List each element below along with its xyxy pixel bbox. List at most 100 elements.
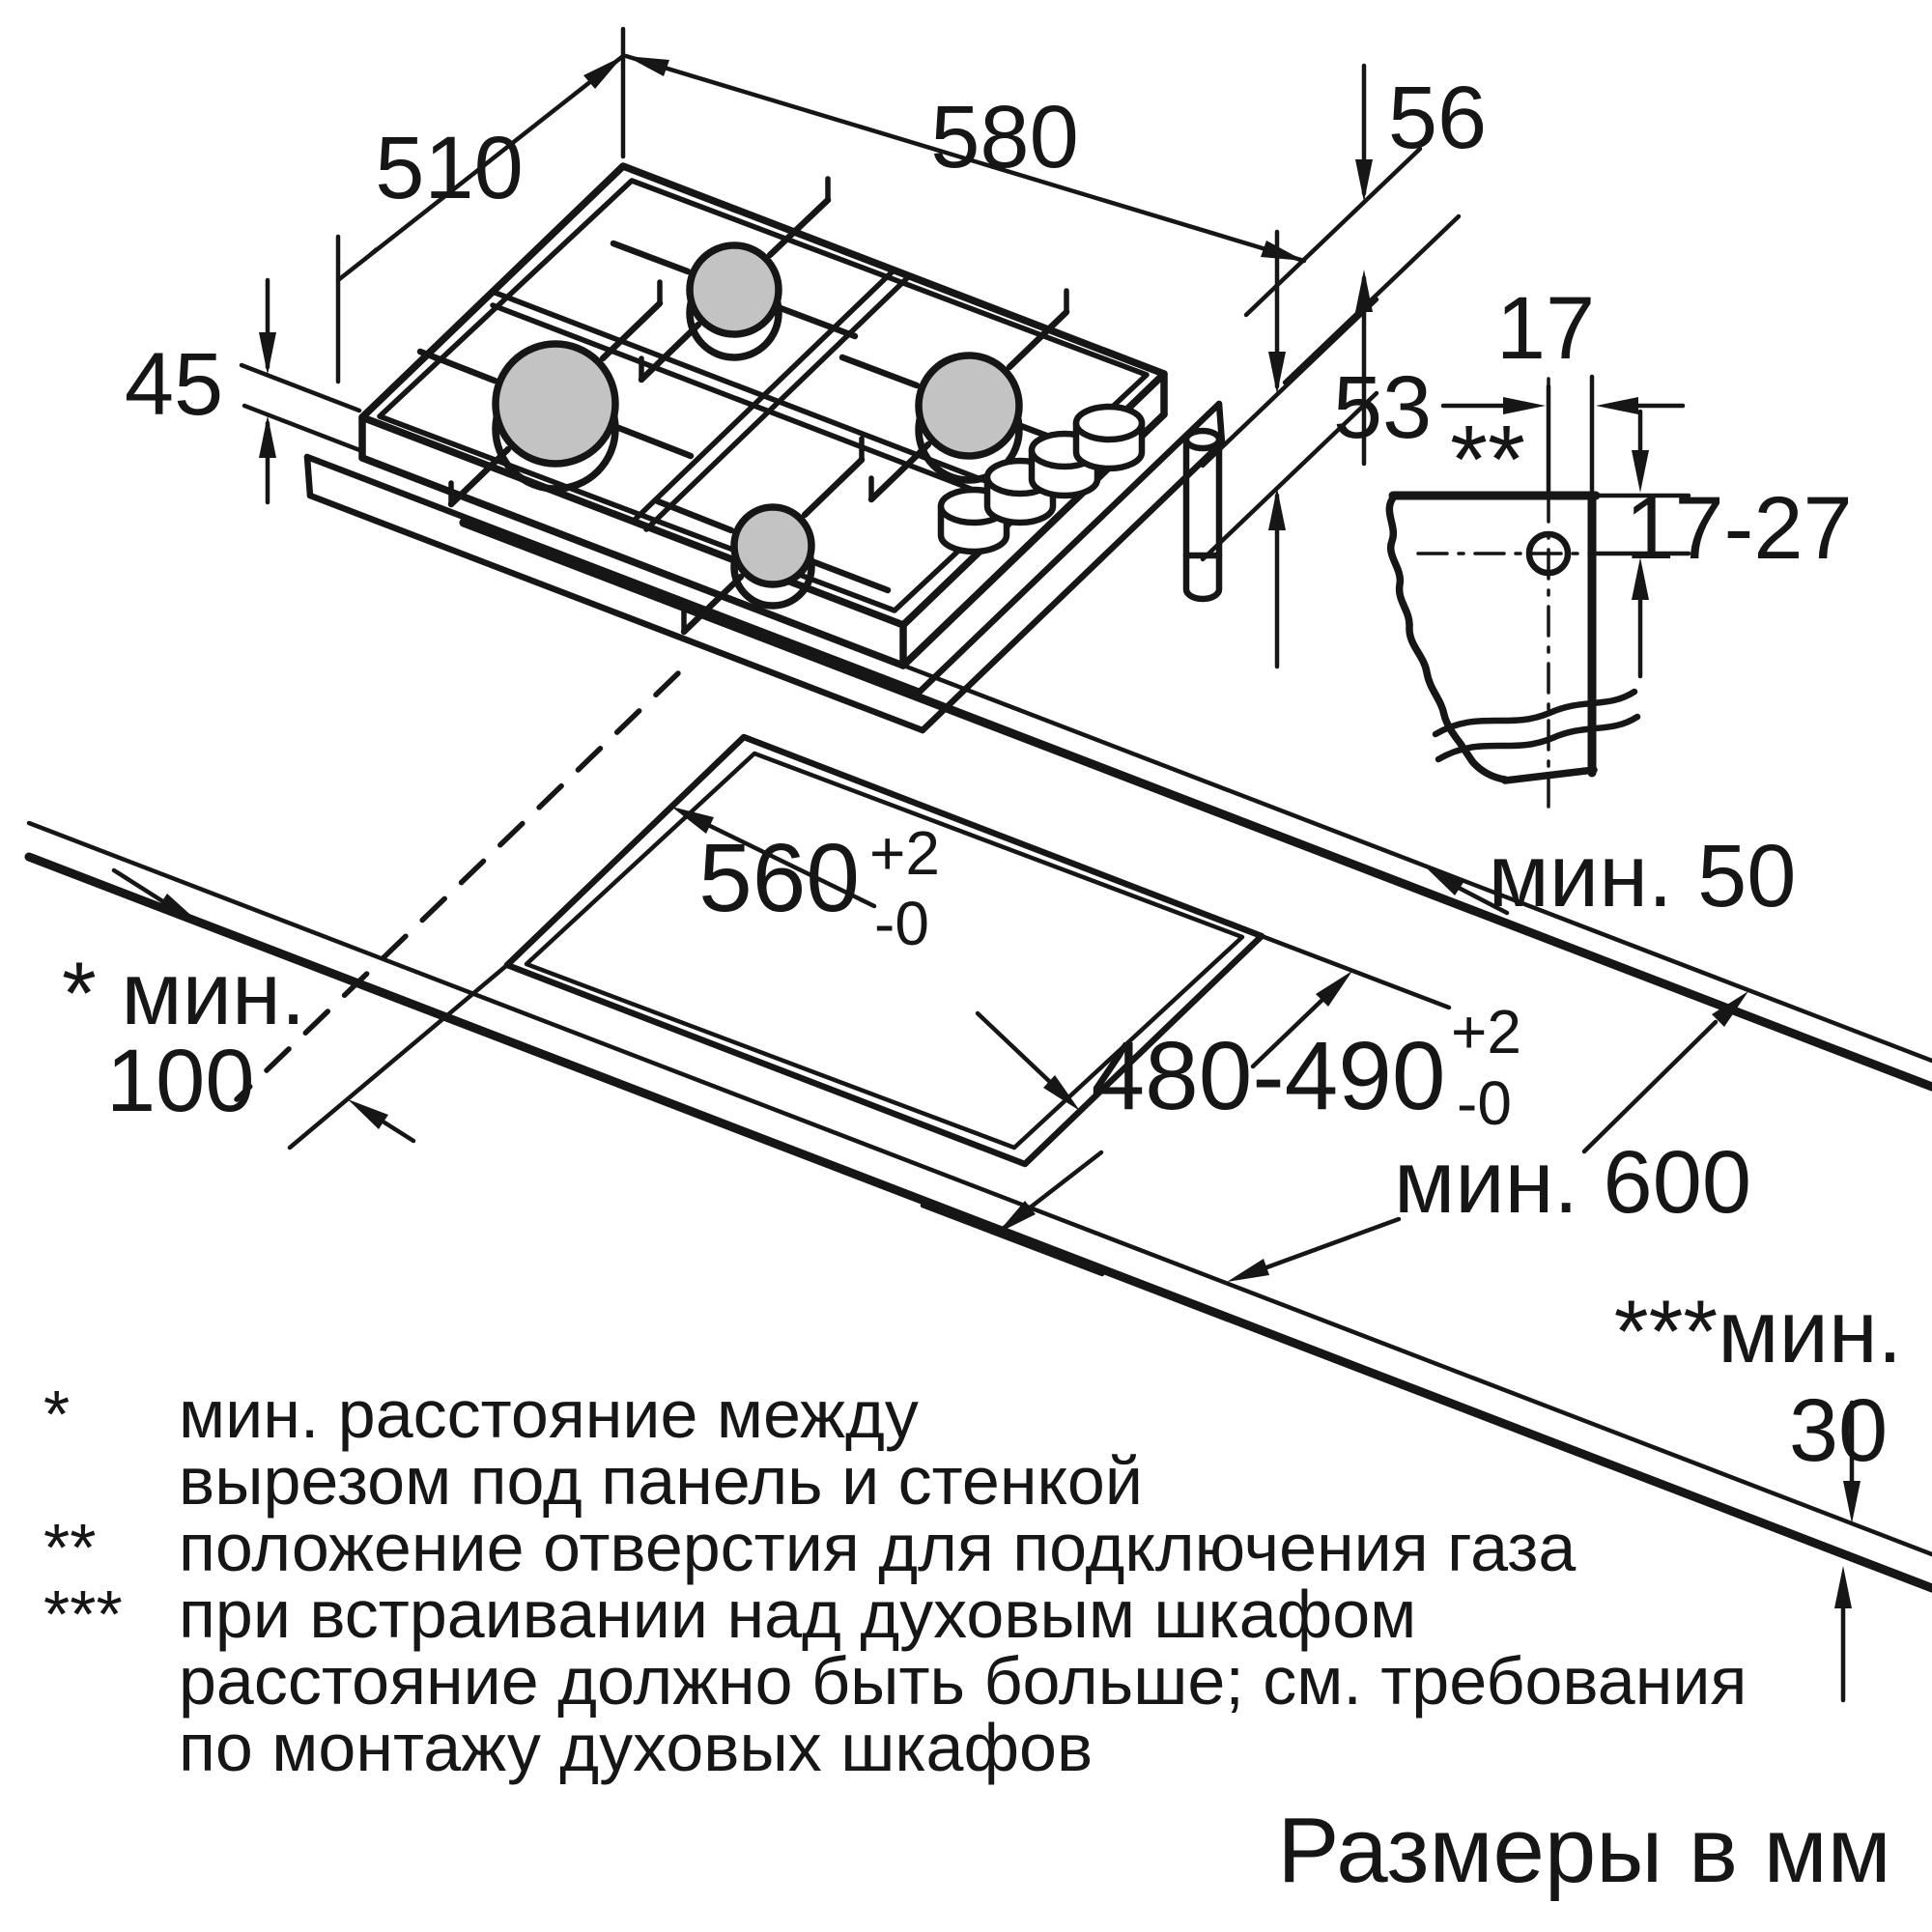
tick-line [1200,297,1379,469]
burner-right [915,352,1023,484]
dim-56-label: 56 [1388,69,1487,167]
tick-line [1243,146,1423,318]
tub-right-top-edge [916,400,1223,696]
dim-min-600: мин. 600 [1227,991,1751,1282]
cutout-left-edge-extension [287,962,510,1151]
wall-edge-bottom [24,852,1932,1593]
projection-dashed-line [234,670,681,1102]
tub-right-corner [1215,400,1226,446]
tub-right-bottom-edge [919,439,1226,734]
cutout-front-edge-extension [920,1203,1105,1277]
cutout-back-edge-extension [1259,933,1452,1010]
support-frame-line [643,275,910,532]
cutout-width-label: 560 [698,824,860,932]
arrowhead [1712,991,1748,1027]
arrowhead [1043,1075,1080,1111]
units-caption: Размеры в мм [1277,1799,1890,1902]
pan-support-frames [490,268,1037,532]
burner-back [686,242,782,361]
footnote-1-line-1: мин. расстояние между [179,1377,919,1452]
tub-left-top-edge [303,453,923,696]
gas-hob [303,162,1226,734]
arrowhead [626,56,669,76]
min-30-value: 30 [1789,1381,1888,1480]
arrowhead [1261,241,1304,261]
tick-line [1282,213,1462,385]
dimension-line [623,53,1307,264]
burner-cap [686,242,782,338]
burner-left [492,340,619,493]
burner-cap [915,352,1023,460]
panel-bottom-edge [1501,766,1598,784]
arrowhead [583,56,623,89]
leader-line [1250,994,1328,1069]
cutout-depth-tol-minus: -0 [1457,1068,1512,1138]
break-wave-line [1435,713,1641,763]
cutout-outer-edge [503,733,1265,1168]
gas-hole-detail-view: 17 17-27 ** [1385,279,1853,813]
dim-17-27-label: 17-27 [1625,479,1852,578]
hob-tub [303,400,1226,734]
tick-line [239,362,362,413]
arrowhead [338,246,377,280]
burner-cap [730,503,815,588]
arrowhead [1424,866,1464,895]
dim-580: 580 [623,53,1307,264]
dim-min-100: * мин. 100 [62,867,416,1144]
arrowhead [1503,397,1546,414]
arrowhead [1268,488,1286,530]
footnote-2-line-1: положение отверстия для подключения газа [179,1510,1576,1585]
dimension-line [335,53,626,283]
dim-45: 45 [125,277,365,505]
hob-inner-rim [377,178,1150,613]
dim-480-490: 480-490 +2 -0 [997,971,1521,1234]
wall-edge-top [26,820,1932,1557]
arrowhead [1632,557,1649,600]
cutout-inner-edge [524,751,1245,1151]
footnote-1-line-2: вырезом под панель и стенкой [179,1443,1143,1519]
dim-560: 560 +2 -0 [671,807,1080,1111]
footnote-marker-1: * [43,1377,70,1452]
dim-510-label: 510 [375,119,524,217]
leader-line [975,1010,1054,1086]
arrowhead [1596,397,1638,414]
cutout-depth-tol-plus: +2 [1451,997,1521,1066]
cutout-width-tol-minus: -0 [874,889,929,958]
dim-580-label: 580 [930,88,1079,186]
body-left-bottom-edge [358,454,907,669]
footnote-3-line-1: при встраивании над духовым шкафом [179,1577,1416,1652]
arrowhead [259,332,276,375]
worktop-back-edge-bottom [459,518,1932,1092]
arrowhead [1843,1481,1861,1523]
dim-min-50: мин. 50 [1424,827,1796,925]
footnotes: * мин. расстояние между вырезом под пане… [43,1377,1747,1785]
arrowhead [157,894,198,922]
arrowhead [1227,1259,1269,1282]
arrowhead [1316,971,1352,1007]
dim-510: 510 [335,26,626,384]
arrowhead [671,807,714,834]
worktop-group [24,494,1932,1593]
arrowhead [997,1201,1036,1234]
min-100-value: 100 [106,1032,255,1130]
min-100-label: * мин. [62,945,305,1043]
cutout-width-tol-plus: +2 [869,818,940,888]
dim-45-label: 45 [125,335,223,434]
break-wave-line [1432,688,1638,738]
arrowhead [348,1099,388,1129]
detail-marker-asterisks: ** [1450,406,1525,514]
min-600-label: мин. 600 [1394,1133,1751,1232]
dim-min-30: ***мин. 30 [1614,1283,1902,1703]
arrowhead [1834,1566,1852,1608]
arrowhead [1268,352,1286,394]
footnote-3-line-2: расстояние должно быть больше; см. требо… [179,1643,1747,1719]
cutout-dimensions: 560 +2 -0 480-490 +2 -0 мин. 50 * мин. [62,807,1902,1703]
burner-front [730,503,815,610]
tick-line [242,403,365,454]
leader-line [1456,885,1510,916]
dim-17-27: 17-27 [1593,409,1853,679]
arrowhead [1355,270,1373,312]
knob-top [1072,403,1146,443]
